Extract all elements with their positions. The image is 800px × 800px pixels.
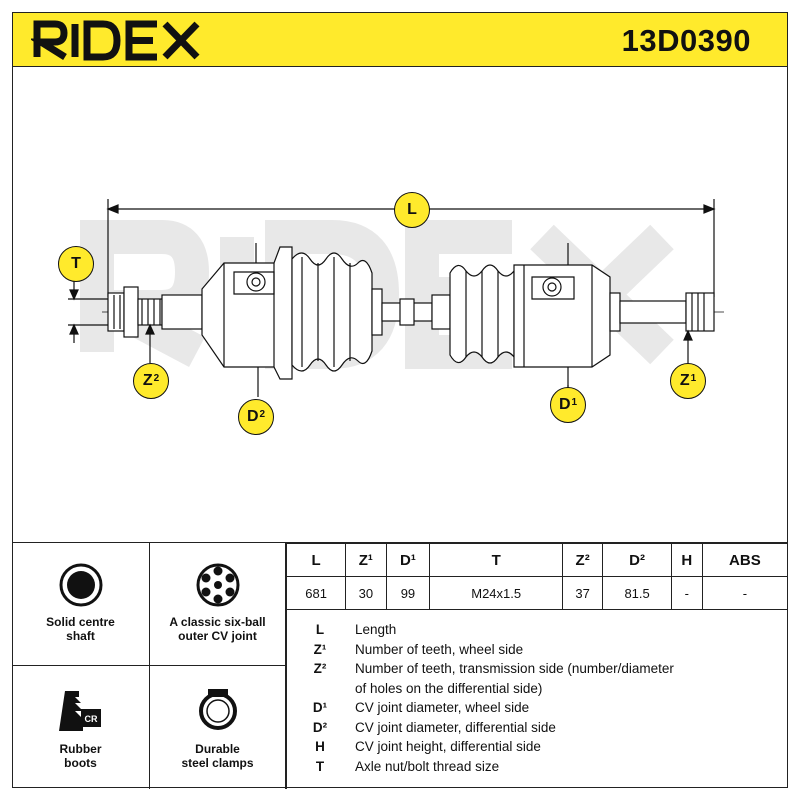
label-T: T bbox=[58, 246, 94, 282]
spec-value-cell: 81.5 bbox=[602, 576, 672, 610]
header-bar: 13D0390 bbox=[12, 12, 788, 67]
spec-value-cell: M24x1.5 bbox=[429, 576, 563, 610]
driveshaft-diagram bbox=[68, 199, 724, 397]
rubber-boot-icon: CR bbox=[58, 691, 101, 731]
ridex-logo bbox=[31, 20, 200, 61]
spec-value-row: 681 30 99 M24x1.5 37 81.5 - - bbox=[285, 576, 789, 610]
spec-header-cell: ABS bbox=[701, 543, 789, 577]
spec-header-cell: L bbox=[285, 543, 347, 577]
spec-value-cell: 37 bbox=[561, 576, 604, 610]
spec-header-cell: H bbox=[670, 543, 703, 577]
spec-value-cell: - bbox=[701, 576, 789, 610]
spec-header-cell: D¹ bbox=[385, 543, 431, 577]
spec-header-cell: D² bbox=[602, 543, 672, 577]
spec-header-cell: Z¹ bbox=[345, 543, 387, 577]
six-ball-joint-icon bbox=[196, 563, 239, 607]
spec-header-cell: T bbox=[429, 543, 563, 577]
spec-value-cell: 99 bbox=[385, 576, 431, 610]
svg-text:CR: CR bbox=[84, 714, 97, 724]
spec-header-row: L Z¹ D¹ T Z² D² H ABS bbox=[285, 543, 789, 577]
spec-table: L Z¹ D¹ T Z² D² H ABS 681 30 99 M24x1.5 … bbox=[285, 543, 789, 610]
solid-shaft-icon bbox=[59, 563, 102, 607]
spec-value-cell: 681 bbox=[285, 576, 347, 610]
label-L: L bbox=[394, 192, 430, 228]
spec-value-cell: 30 bbox=[345, 576, 387, 610]
steel-clamp-icon bbox=[198, 689, 237, 730]
part-number: 13D0390 bbox=[621, 23, 751, 58]
spec-header-cell: Z² bbox=[561, 543, 604, 577]
spec-value-cell: - bbox=[670, 576, 703, 610]
